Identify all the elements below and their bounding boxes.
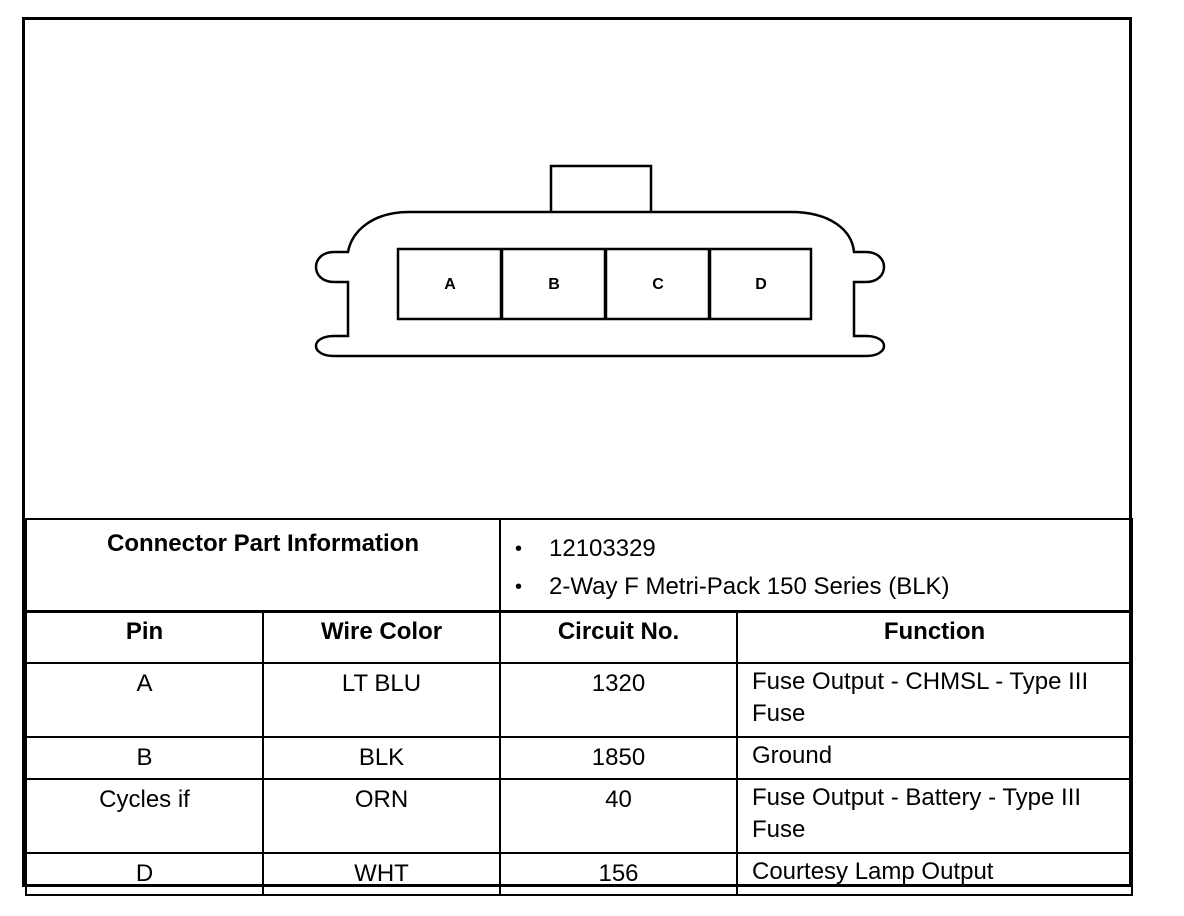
cell-function: Courtesy Lamp Output [736, 852, 1133, 896]
cell-pin: B [25, 736, 264, 780]
pin-cavity-group [396, 247, 813, 321]
cell-wire-color: WHT [262, 852, 501, 896]
cell-pin: Cycles if [25, 778, 264, 854]
pin-assignment-table: Pin Wire Color Circuit No. Function A LT… [25, 610, 1133, 896]
cell-circuit: 156 [499, 852, 738, 896]
part-info-item: • 12103329 [515, 530, 1131, 568]
part-number: 12103329 [549, 535, 656, 562]
connector-diagram: A B C D [314, 164, 886, 358]
table-row: D WHT 156 Courtesy Lamp Output [25, 852, 1133, 896]
pin-cavity-d [708, 247, 813, 321]
pin-table-header-row: Pin Wire Color Circuit No. Function [25, 610, 1133, 664]
pin-cavity-c [604, 247, 711, 321]
cell-pin: D [25, 852, 264, 896]
pin-cavity-a [396, 247, 503, 321]
part-info-list-cell: • 12103329 • 2-Way F Metri-Pack 150 Series… [499, 518, 1133, 613]
cell-pin: A [25, 662, 264, 738]
header-function: Function [736, 610, 1133, 664]
connector-face-drawing: A B C D [314, 164, 886, 358]
header-circuit-no: Circuit No. [499, 610, 738, 664]
cell-circuit: 40 [499, 778, 738, 854]
pin-label-d: D [755, 276, 767, 293]
pin-label-b: B [548, 276, 560, 293]
bullet-icon: • [515, 538, 523, 560]
part-info-item: • 2-Way F Metri-Pack 150 Series (BLK) [515, 568, 1131, 606]
connector-part-info-table: Connector Part Information • 12103329 • 2-… [25, 518, 1133, 613]
cell-wire-color: ORN [262, 778, 501, 854]
pin-label-a: A [444, 276, 456, 293]
part-description: 2-Way F Metri-Pack 150 Series (BLK) [549, 573, 950, 600]
cell-circuit: 1320 [499, 662, 738, 738]
cell-circuit: 1850 [499, 736, 738, 780]
part-info-heading: Connector Part Information [25, 518, 501, 613]
header-wire-color: Wire Color [262, 610, 501, 664]
bullet-icon: • [515, 576, 523, 598]
table-row: A LT BLU 1320 Fuse Output - CHMSL - Type… [25, 662, 1133, 738]
cell-wire-color: LT BLU [262, 662, 501, 738]
cell-function: Fuse Output - Battery - Type III Fuse [736, 778, 1133, 854]
table-row: Cycles if ORN 40 Fuse Output - Battery -… [25, 778, 1133, 854]
pin-cavity-b [500, 247, 607, 321]
cell-wire-color: BLK [262, 736, 501, 780]
pin-label-c: C [652, 276, 664, 293]
table-row: B BLK 1850 Ground [25, 736, 1133, 780]
cell-function: Fuse Output - CHMSL - Type III Fuse [736, 662, 1133, 738]
cell-function: Ground [736, 736, 1133, 780]
part-info-list: • 12103329 • 2-Way F Metri-Pack 150 Series… [515, 530, 1131, 606]
header-pin: Pin [25, 610, 264, 664]
connector-latch-tab [549, 164, 653, 215]
